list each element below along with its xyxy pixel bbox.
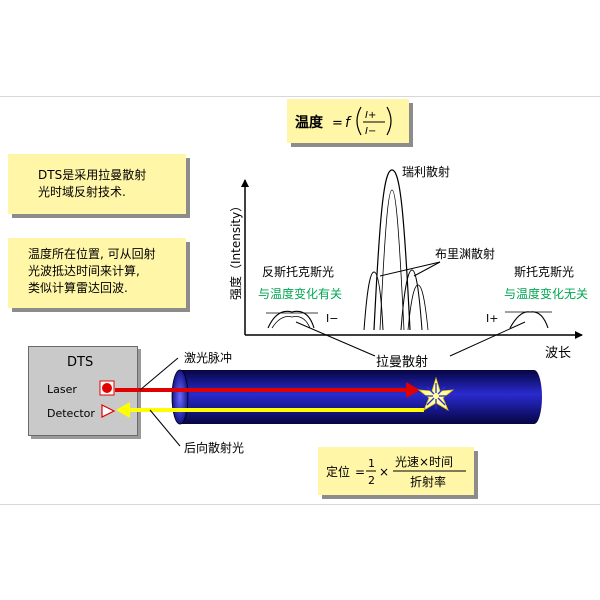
dts-description-note: DTS是采用拉曼散射 光时域反射技术. (8, 154, 186, 214)
formula-function: f (345, 115, 352, 131)
formula-numerator: I+ (365, 110, 376, 121)
location-formula-times: × (379, 465, 389, 479)
laser-pulse-label: 激光脉冲 (184, 350, 232, 365)
x-axis-label: 波长 (545, 346, 571, 361)
location-description-text: 温度所在位置, 可从回射 光波抵达时间来计算, 类似计算雷达回波. (28, 247, 156, 295)
fiber-body (180, 370, 534, 424)
location-description-note: 温度所在位置, 可从回射 光波抵达时间来计算, 类似计算雷达回波. (8, 238, 186, 308)
half-numerator: 1 (368, 457, 375, 470)
dts-title: DTS (67, 355, 94, 370)
location-formula-denominator: 折射率 (410, 474, 446, 489)
laser-label: Laser (47, 383, 77, 396)
raman-pointer-right (449, 321, 526, 357)
formula-denominator: I− (365, 126, 376, 137)
anti-stokes-peak (267, 310, 315, 329)
rayleigh-label: 瑞利散射 (402, 164, 450, 179)
i-minus-label: I− (326, 312, 338, 325)
backscatter-pointer (149, 409, 181, 447)
fiber-right-end (526, 370, 542, 424)
right-paren (386, 106, 392, 136)
brillouin-right-peak-2 (407, 284, 429, 331)
brillouin-label: 布里渊散射 (435, 246, 495, 261)
formula-equals: = (332, 116, 343, 131)
temperature-formula-box: 温度 = f I+ I− (287, 99, 409, 143)
location-formula-equals: = (355, 465, 365, 479)
stokes-note: 与温度变化无关 (504, 286, 588, 301)
location-formula-box: 定位 = 1 2 × 光速×时间 折射率 (318, 447, 474, 495)
raman-label: 拉曼散射 (376, 354, 428, 370)
stokes-label: 斯托克斯光 (514, 265, 574, 279)
location-formula-label: 定位 (326, 464, 350, 479)
laser-pulse-pointer (139, 357, 179, 391)
anti-stokes-label: 反斯托克斯光 (262, 265, 334, 279)
rayleigh-peak-inner (379, 189, 405, 331)
backscatter-label: 后向散射光 (184, 440, 244, 455)
laser-dot-icon (102, 383, 112, 393)
brillouin-pointer-1 (413, 261, 441, 277)
rayleigh-peak (373, 169, 411, 331)
location-formula-numerator: 光速×时间 (395, 455, 453, 469)
fiber-left-end (171, 369, 189, 425)
scatter-star-icon (417, 376, 455, 411)
formula-label: 温度 (295, 114, 324, 131)
backscatter-beam-arrowhead (116, 402, 130, 418)
anti-stokes-note: 与温度变化有关 (258, 286, 342, 301)
laser-beam-arrowhead (406, 382, 420, 398)
brillouin-right-peak (400, 269, 423, 331)
left-paren (356, 106, 362, 136)
anti-stokes-peak-inner (271, 316, 311, 329)
detector-label: Detector (47, 407, 95, 420)
temperature-formula: 温度 = f I+ I− (295, 106, 392, 137)
brillouin-pointer-2 (379, 261, 441, 277)
half-denominator: 2 (368, 474, 375, 487)
location-formula: 定位 = 1 2 × 光速×时间 折射率 (326, 455, 466, 489)
brillouin-left-peak (363, 271, 384, 331)
detector-triangle-icon (101, 404, 116, 418)
raman-pointer-left (295, 321, 376, 357)
i-plus-label: I+ (486, 312, 498, 325)
dts-description-text: DTS是采用拉曼散射 光时域反射技术. (38, 168, 147, 199)
y-axis-label: 强度（Intensity） (228, 200, 243, 300)
